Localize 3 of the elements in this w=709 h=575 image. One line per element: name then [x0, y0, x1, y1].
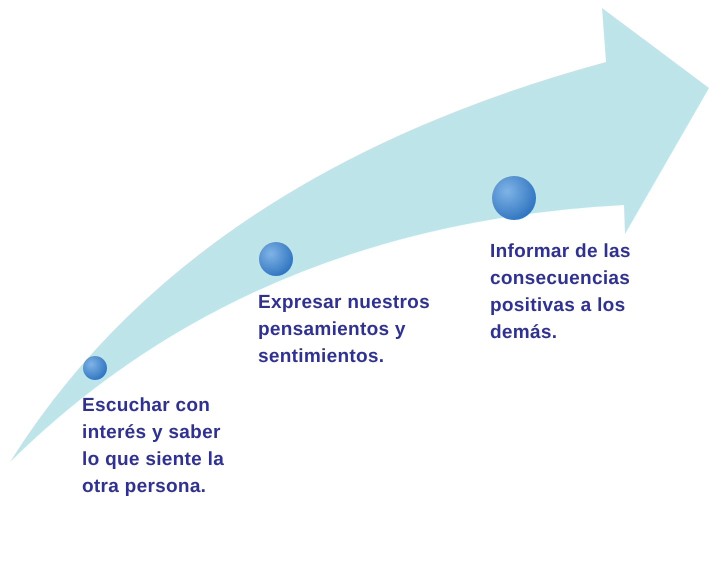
step-label: Expresar nuestros pensamientos y sentimientos.	[258, 291, 431, 369]
step-label: Escuchar con interés y saber lo que siente la otra persona.	[82, 394, 226, 499]
step-label: Informar de las consecuencias positivas a los demás.	[490, 240, 632, 345]
